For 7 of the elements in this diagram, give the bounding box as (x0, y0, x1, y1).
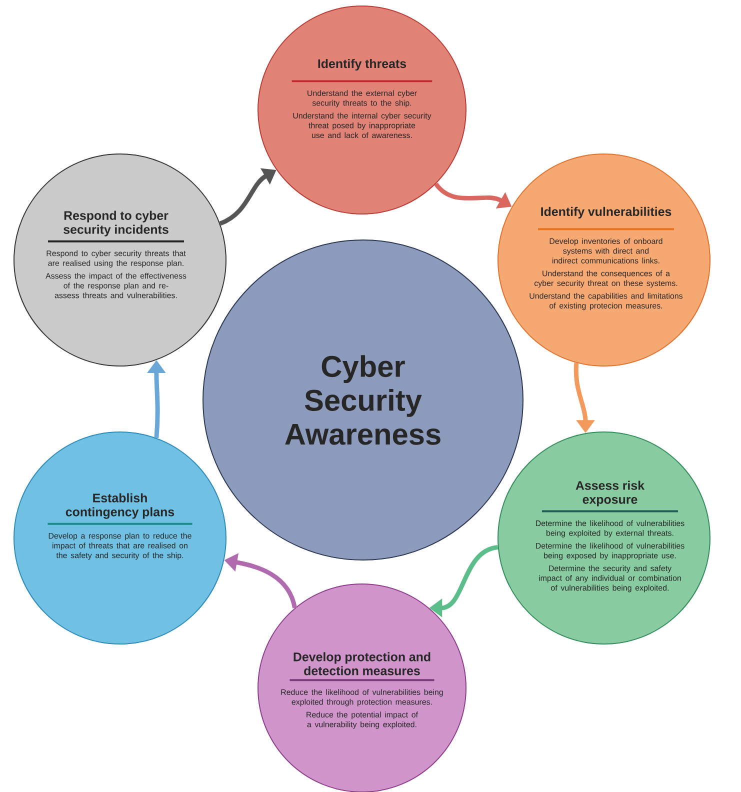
center-title: Cyber Security Awareness (285, 355, 440, 445)
bubble-heading: Develop protection and detection measures (294, 652, 430, 676)
bubble-heading: Identify threats (318, 58, 406, 71)
bubble-heading: Establish contingency plans (66, 493, 174, 519)
bubble-heading: Respond to cyber security incidents (64, 210, 168, 236)
bubble-heading: Assess risk exposure (576, 480, 645, 506)
bubble-heading: Identify vulnerabilities (541, 206, 672, 218)
